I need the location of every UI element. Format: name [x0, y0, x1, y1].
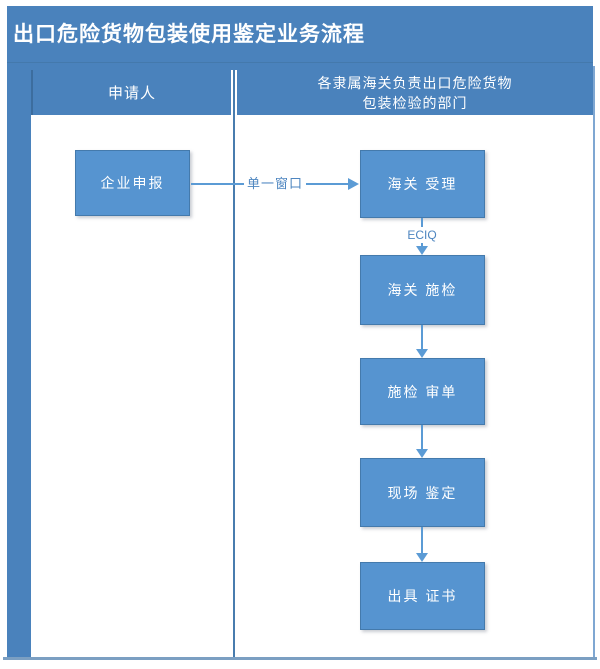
- diagram-title: 出口危险货物包装使用鉴定业务流程: [13, 23, 365, 46]
- left-lane-strip: [7, 70, 31, 658]
- node-customs-acceptance: 海关 受理: [360, 150, 485, 218]
- node-customs-inspection: 海关 施检: [360, 255, 485, 325]
- title-bar-divider: [7, 62, 593, 63]
- arrow-down-icon: [416, 449, 428, 458]
- node-onsite-appraisal: 现场 鉴定: [360, 458, 485, 527]
- connector-single-window-label: 单一窗口: [244, 175, 307, 192]
- diagram-bottom-border: [3, 657, 597, 660]
- arrow-down-icon: [416, 553, 428, 562]
- diagram-title-bar: 出口危险货物包装使用鉴定业务流程: [7, 6, 593, 70]
- arrow-right-icon: [348, 178, 359, 190]
- lane-header-customs-label: 各隶属海关负责出口危险货物 包装检验的部门: [317, 74, 513, 111]
- lane-divider-line: [233, 70, 235, 658]
- lane-header-customs: 各隶属海关负责出口危险货物 包装检验的部门: [237, 70, 593, 115]
- connector-eciq-label: ECIQ: [399, 227, 445, 243]
- connector-line-2: [421, 325, 423, 351]
- node-inspection-doc-review-label: 施检 审单: [387, 383, 458, 400]
- node-customs-inspection-label: 海关 施检: [387, 282, 458, 298]
- diagram-right-border: [593, 66, 595, 658]
- node-enterprise-declaration: 企业申报: [75, 150, 190, 216]
- node-onsite-appraisal-label: 现场 鉴定: [387, 484, 458, 501]
- lane-header-applicant-label: 申请人: [107, 85, 156, 102]
- connector-line-4: [421, 527, 423, 555]
- connector-line-3: [421, 425, 423, 451]
- node-enterprise-declaration-label: 企业申报: [100, 175, 165, 191]
- lane-header-applicant: 申请人: [33, 70, 231, 115]
- node-issue-certificate-label: 出具 证书: [387, 588, 458, 604]
- node-issue-certificate: 出具 证书: [360, 562, 485, 630]
- arrow-down-icon: [416, 349, 428, 358]
- arrow-down-icon: [416, 246, 428, 255]
- node-customs-acceptance-label: 海关 受理: [387, 176, 458, 192]
- node-inspection-doc-review: 施检 审单: [360, 358, 485, 425]
- strip-header-separator: [31, 70, 33, 115]
